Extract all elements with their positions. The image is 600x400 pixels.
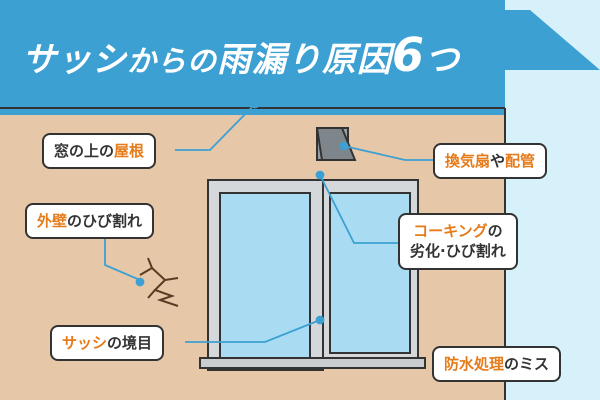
title-part2: からの bbox=[127, 44, 218, 78]
label-border-accent: サッシ bbox=[62, 334, 108, 352]
label-crack-post: のひび割れ bbox=[67, 212, 143, 230]
label-crack: 外壁のひび割れ bbox=[25, 203, 155, 240]
label-border-post: の境目 bbox=[107, 334, 153, 352]
roof-corner bbox=[505, 10, 600, 70]
title-part3: 雨漏り bbox=[217, 40, 323, 80]
label-water-accent: 防水処理 bbox=[444, 355, 505, 373]
leader-border bbox=[185, 319, 321, 343]
title-part1: サッシ bbox=[22, 40, 127, 80]
title-part4: 原因 bbox=[322, 40, 393, 80]
title-suffix: つ bbox=[425, 40, 461, 80]
leader-crack bbox=[104, 237, 141, 281]
leader-crack-dot bbox=[135, 277, 145, 287]
page-title: サッシからの雨漏り原因6つ bbox=[22, 28, 460, 86]
leader-caulk bbox=[319, 174, 398, 244]
side-wall bbox=[505, 0, 600, 400]
label-vent-accent: 換気扇 bbox=[445, 152, 491, 170]
label-vent: 換気扇や配管 bbox=[433, 143, 548, 180]
label-roof-accent: 屋根 bbox=[114, 142, 145, 160]
window-sash-left bbox=[207, 179, 324, 371]
label-roof-pre: 窓の上の bbox=[54, 142, 115, 160]
label-water: 防水処理のミス bbox=[432, 346, 562, 383]
leader-vent-dot bbox=[339, 141, 349, 151]
label-caulk: コーキングの 劣化·ひび割れ bbox=[398, 213, 518, 270]
label-border: サッシの境目 bbox=[50, 325, 165, 362]
title-number: 6 bbox=[392, 28, 426, 82]
window-sill bbox=[199, 357, 426, 369]
vent-hood bbox=[315, 127, 357, 161]
window-sash-right bbox=[317, 179, 419, 366]
label-caulk-accent: コーキング bbox=[413, 222, 488, 240]
leader-roof bbox=[175, 103, 256, 151]
leader-vent bbox=[343, 145, 435, 161]
leader-caulk-dot bbox=[315, 170, 325, 180]
label-vent-accent2: 配管 bbox=[505, 152, 536, 170]
leader-roof-dot bbox=[250, 99, 260, 109]
label-roof: 窓の上の屋根 bbox=[42, 133, 157, 170]
label-caulk-line2: 劣化·ひび割れ bbox=[410, 242, 506, 261]
label-caulk-post: の bbox=[487, 222, 503, 240]
roof-eaves bbox=[0, 0, 600, 115]
label-water-post: のミス bbox=[504, 355, 550, 373]
leader-border-dot bbox=[315, 315, 325, 325]
wall-crack bbox=[139, 257, 179, 307]
label-vent-mid: や bbox=[490, 152, 506, 170]
label-crack-accent: 外壁 bbox=[37, 212, 68, 230]
